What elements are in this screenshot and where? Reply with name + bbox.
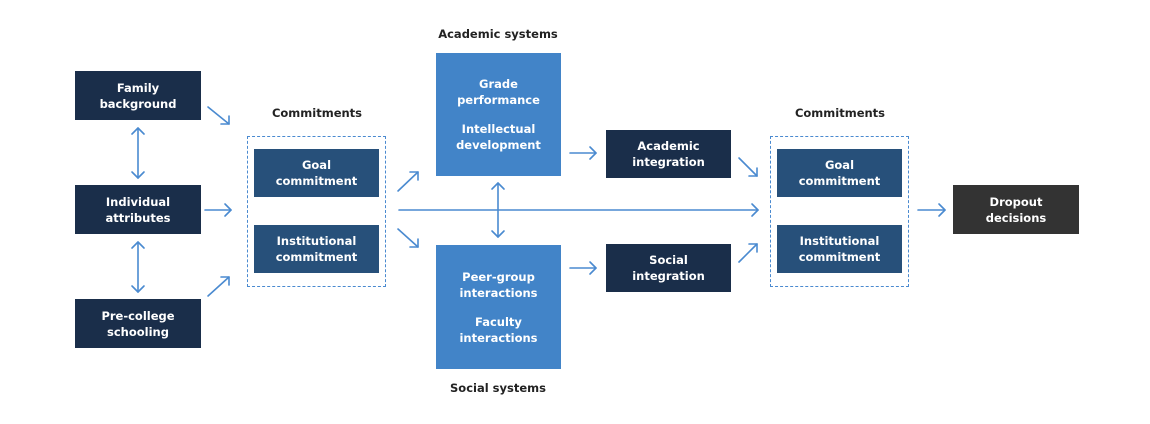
node-label-line: Individual	[105, 194, 171, 209]
arrow-icon	[569, 146, 597, 160]
double-arrow-icon	[491, 182, 505, 238]
node-label-line: interactions	[459, 285, 538, 300]
node-label-line: Academic	[637, 139, 700, 153]
commitments-left-group	[247, 136, 386, 287]
node-label-line: Grade	[479, 77, 518, 91]
arrow-icon	[917, 203, 946, 217]
node-label-line: background	[99, 96, 177, 111]
social-systems-node: Peer-group interactions Faculty interact…	[436, 245, 561, 369]
arrow-icon	[397, 228, 419, 248]
academic-systems-node: Grade performance Intellectual developme…	[436, 53, 561, 176]
node-label-line: interactions	[459, 330, 538, 345]
goal-commitment-left-node: Goal commitment	[254, 149, 379, 197]
node-label-line: Social	[649, 253, 688, 267]
node-label-line: commitment	[275, 250, 358, 264]
node-label-line: Intellectual	[461, 122, 536, 136]
institutional-commitment-right-node: Institutional commitment	[777, 225, 902, 273]
arrow-icon	[738, 157, 758, 177]
node-label-line: Goal	[824, 158, 855, 172]
commitments-right-title: Commitments	[794, 106, 886, 120]
node-label-line: schooling	[107, 324, 169, 339]
social-integration-node: Social integration	[606, 244, 731, 292]
arrow-icon	[207, 276, 230, 297]
node-label-line: decisions	[985, 210, 1047, 225]
arrow-icon	[398, 203, 759, 217]
node-label-line: Goal	[301, 158, 332, 172]
academic-systems-title: Academic systems	[438, 27, 558, 41]
node-label-line: Dropout	[989, 194, 1043, 209]
arrow-icon	[569, 261, 597, 275]
node-label-line: development	[456, 138, 541, 152]
node-label-line: performance	[457, 93, 540, 107]
arrow-icon	[397, 171, 419, 192]
node-label-line: Faculty	[475, 314, 522, 329]
pre-college-schooling-node: Pre-college schooling	[75, 299, 201, 348]
double-arrow-icon	[131, 127, 145, 179]
node-label-line: commitment	[798, 174, 881, 188]
social-systems-title: Social systems	[450, 381, 546, 395]
node-label-line: commitment	[798, 250, 881, 264]
individual-attributes-node: Individual attributes	[75, 185, 201, 234]
commitments-left-title: Commitments	[271, 106, 363, 120]
goal-commitment-right-node: Goal commitment	[777, 149, 902, 197]
arrow-icon	[207, 106, 230, 125]
node-label-line: integration	[632, 155, 705, 169]
arrow-icon	[204, 203, 232, 217]
arrow-icon	[738, 243, 758, 263]
node-label-line: commitment	[275, 174, 358, 188]
double-arrow-icon	[131, 241, 145, 293]
node-label-line: Peer-group	[462, 269, 535, 284]
academic-integration-node: Academic integration	[606, 130, 731, 178]
node-label-line: integration	[632, 269, 705, 283]
dropout-decisions-node: Dropout decisions	[953, 185, 1079, 234]
node-label-line: attributes	[105, 210, 171, 225]
node-label-line: Pre-college	[101, 308, 175, 323]
family-background-node: Family background	[75, 71, 201, 120]
commitments-right-group	[770, 136, 909, 287]
node-label-line: Family	[116, 80, 160, 95]
node-label-line: Institutional	[799, 234, 880, 248]
institutional-commitment-left-node: Institutional commitment	[254, 225, 379, 273]
node-label-line: Institutional	[276, 234, 357, 248]
